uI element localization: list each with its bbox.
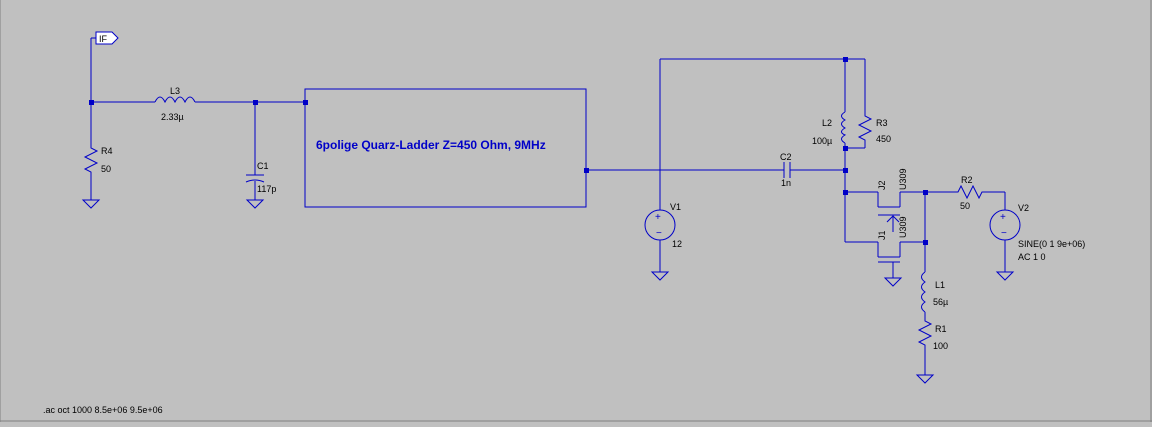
- junction-dot: [584, 168, 589, 173]
- resistor-r1[interactable]: R1 100: [917, 318, 948, 351]
- ground-j1: [883, 277, 903, 287]
- r4-name: R4: [101, 146, 113, 156]
- output-wires: [586, 58, 1006, 375]
- c2-value: 1n: [781, 178, 791, 188]
- c2-name: C2: [780, 152, 792, 162]
- l1-name: L1: [935, 280, 945, 290]
- inductor-l3[interactable]: L3 2.33µ: [154, 86, 197, 122]
- r1-name: R1: [935, 324, 947, 334]
- j2-model: U309: [898, 168, 908, 190]
- resistor-r2[interactable]: R2 50: [955, 175, 985, 211]
- r3-name: R3: [876, 118, 888, 128]
- junction-dot: [843, 168, 848, 173]
- ground-r4: [81, 199, 101, 209]
- junction-dot: [843, 190, 848, 195]
- resistor-r4[interactable]: R4 50: [83, 145, 113, 175]
- junction-dot: [253, 100, 258, 105]
- l3-value: 2.33µ: [161, 112, 184, 122]
- j1-name: J1: [877, 230, 887, 240]
- l2-name: L2: [822, 118, 832, 128]
- l2-value: 100µ: [812, 136, 832, 146]
- v2-minus: −: [1001, 228, 1007, 239]
- l3-name: L3: [170, 86, 180, 96]
- quartz-ladder-label: 6polige Quarz-Ladder Z=450 Ohm, 9MHz: [316, 138, 546, 152]
- v2-plus: +: [1000, 212, 1006, 223]
- inductor-l1[interactable]: L1 56µ: [921, 271, 949, 313]
- c1-name: C1: [257, 161, 269, 171]
- junction-dot: [89, 100, 94, 105]
- r2-value: 50: [960, 201, 970, 211]
- voltage-source-v1[interactable]: + − V1 12: [644, 202, 682, 249]
- jfet-j2[interactable]: J2 U309: [877, 168, 908, 232]
- v1-name: V1: [670, 202, 681, 212]
- v1-minus: −: [656, 228, 662, 239]
- net-label-if-text: IF: [99, 34, 108, 44]
- r1-value: 100: [933, 341, 948, 351]
- input-wires: [90, 38, 305, 200]
- voltage-source-v2[interactable]: + − V2 SINE(0 1 9e+06) AC 1 0: [989, 203, 1085, 262]
- c1-value: 117p: [257, 184, 276, 194]
- ground-v2: [995, 271, 1015, 281]
- j1-model: U309: [898, 216, 908, 238]
- inductor-l2[interactable]: L2 100µ: [812, 111, 847, 146]
- v2-name: V2: [1018, 203, 1029, 213]
- junction-dot: [303, 100, 308, 105]
- capacitor-c1[interactable]: C1 117p: [245, 161, 276, 194]
- ground-r1: [915, 374, 935, 384]
- r3-value: 450: [876, 134, 891, 144]
- v2-value2: AC 1 0: [1018, 252, 1046, 262]
- resistor-r3[interactable]: R3 450: [857, 112, 891, 146]
- r4-value: 50: [101, 164, 111, 174]
- junction-dot: [923, 190, 928, 195]
- junction-dot: [843, 146, 848, 151]
- net-label-if[interactable]: IF: [91, 31, 119, 45]
- quartz-ladder-block[interactable]: 6polige Quarz-Ladder Z=450 Ohm, 9MHz: [304, 88, 587, 208]
- r2-name: R2: [961, 175, 973, 185]
- junctions: [89, 57, 928, 245]
- jfet-j1[interactable]: J1 U309: [877, 216, 908, 263]
- capacitor-c2[interactable]: C2 1n: [780, 152, 792, 188]
- v1-value: 12: [672, 239, 682, 249]
- junction-dot: [843, 57, 848, 62]
- ground-c1: [245, 199, 265, 209]
- v1-plus: +: [655, 212, 661, 223]
- spice-directive[interactable]: .ac oct 1000 8.5e+06 9.5e+06: [43, 405, 163, 415]
- v2-value: SINE(0 1 9e+06): [1018, 239, 1085, 249]
- junction-dot: [923, 240, 928, 245]
- ground-v1: [650, 271, 670, 281]
- j2-name: J2: [877, 180, 887, 190]
- l1-value: 56µ: [933, 297, 948, 307]
